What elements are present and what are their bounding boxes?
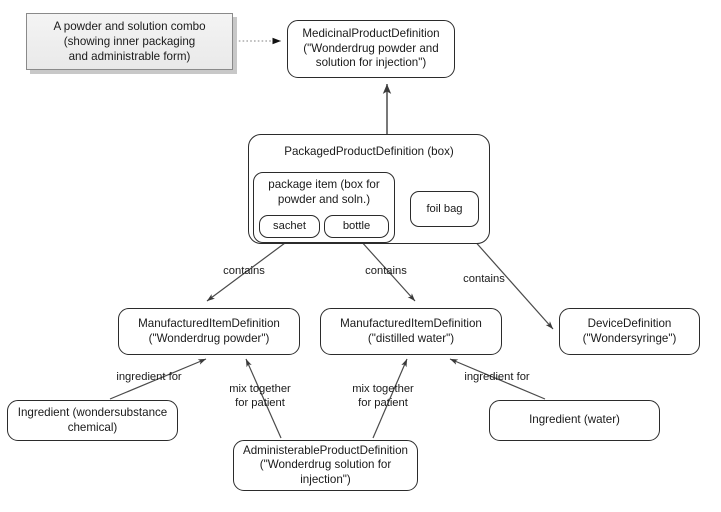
sachet-label: sachet <box>273 220 306 233</box>
node-administerable-product-definition[interactable]: AdministerableProductDefinition ("Wonder… <box>233 440 418 491</box>
node-medicinal-product-definition[interactable]: MedicinalProductDefinition ("Wonderdrug … <box>287 20 455 78</box>
ingredient-wondersubstance-text: Ingredient (wondersubstance chemical) <box>18 406 168 435</box>
bottle-label: bottle <box>342 220 371 233</box>
administerable-line-1: AdministerableProductDefinition <box>243 443 408 457</box>
edge-label-ingredient-for-left: ingredient for <box>116 371 182 383</box>
node-sachet[interactable]: sachet <box>259 215 320 238</box>
note-box: A powder and solution combo (showing inn… <box>26 13 233 70</box>
manufactured-powder-line-1: ManufacturedItemDefinition <box>138 317 280 330</box>
manufactured-water-text: ManufacturedItemDefinition ("distilled w… <box>340 317 482 346</box>
device-definition-text: DeviceDefinition ("Wondersyringe") <box>583 317 677 346</box>
node-ingredient-water[interactable]: Ingredient (water) <box>489 400 660 441</box>
ingredient-wondersubstance-line-1: Ingredient (wondersubstance <box>17 406 168 419</box>
packaged-product-title: PackagedProductDefinition (box) <box>284 145 454 158</box>
package-item-line-2: powder and soln.) <box>277 192 371 206</box>
administerable-line-2: ("Wonderdrug solution for <box>259 458 392 472</box>
package-item-line-1: package item (box for <box>268 178 380 191</box>
node-medicinal-product-text: MedicinalProductDefinition ("Wonderdrug … <box>302 27 439 71</box>
device-line-2: ("Wondersyringe") <box>582 331 677 345</box>
package-item-text: package item (box for powder and soln.) <box>254 178 394 207</box>
node-manufactured-item-water[interactable]: ManufacturedItemDefinition ("distilled w… <box>320 308 502 355</box>
administerable-product-text: AdministerableProductDefinition ("Wonder… <box>243 444 408 488</box>
edge-label-ingredient-for-right: ingredient for <box>464 371 530 383</box>
edge-label-mix-left: mix together for patient <box>229 383 291 409</box>
ingredient-wondersubstance-line-2: chemical) <box>67 420 118 434</box>
edge-label-contains-sachet: contains <box>223 265 265 277</box>
device-line-1: DeviceDefinition <box>587 317 672 330</box>
ingredient-water-label: Ingredient (water) <box>529 413 620 427</box>
medicinal-line-2: ("Wonderdrug powder and <box>303 41 439 55</box>
note-text: A powder and solution combo (showing inn… <box>53 19 205 64</box>
foil-bag-label: foil bag <box>426 202 463 215</box>
node-ingredient-wondersubstance[interactable]: Ingredient (wondersubstance chemical) <box>7 400 178 441</box>
node-foil-bag[interactable]: foil bag <box>410 191 479 227</box>
manufactured-water-line-2: ("distilled water") <box>367 331 455 345</box>
manufactured-powder-line-2: ("Wonderdrug powder") <box>148 331 270 345</box>
administerable-line-3: injection") <box>300 472 351 486</box>
note-line-1: A powder and solution combo <box>53 20 206 33</box>
edge-label-contains-bottle: contains <box>365 265 407 277</box>
node-bottle[interactable]: bottle <box>324 215 389 238</box>
note-line-3: and administrable form) <box>68 50 191 63</box>
node-manufactured-item-powder[interactable]: ManufacturedItemDefinition ("Wonderdrug … <box>118 308 300 355</box>
medicinal-line-1: MedicinalProductDefinition <box>302 27 440 41</box>
manufactured-powder-text: ManufacturedItemDefinition ("Wonderdrug … <box>138 317 280 346</box>
edge-label-mix-right: mix together for patient <box>352 383 414 409</box>
medicinal-line-3: solution for injection") <box>315 56 427 70</box>
note-line-2: (showing inner packaging <box>63 35 196 48</box>
edge-label-contains-foilbag: contains <box>463 273 505 285</box>
node-device-definition[interactable]: DeviceDefinition ("Wondersyringe") <box>559 308 700 355</box>
manufactured-water-line-1: ManufacturedItemDefinition <box>340 317 482 330</box>
